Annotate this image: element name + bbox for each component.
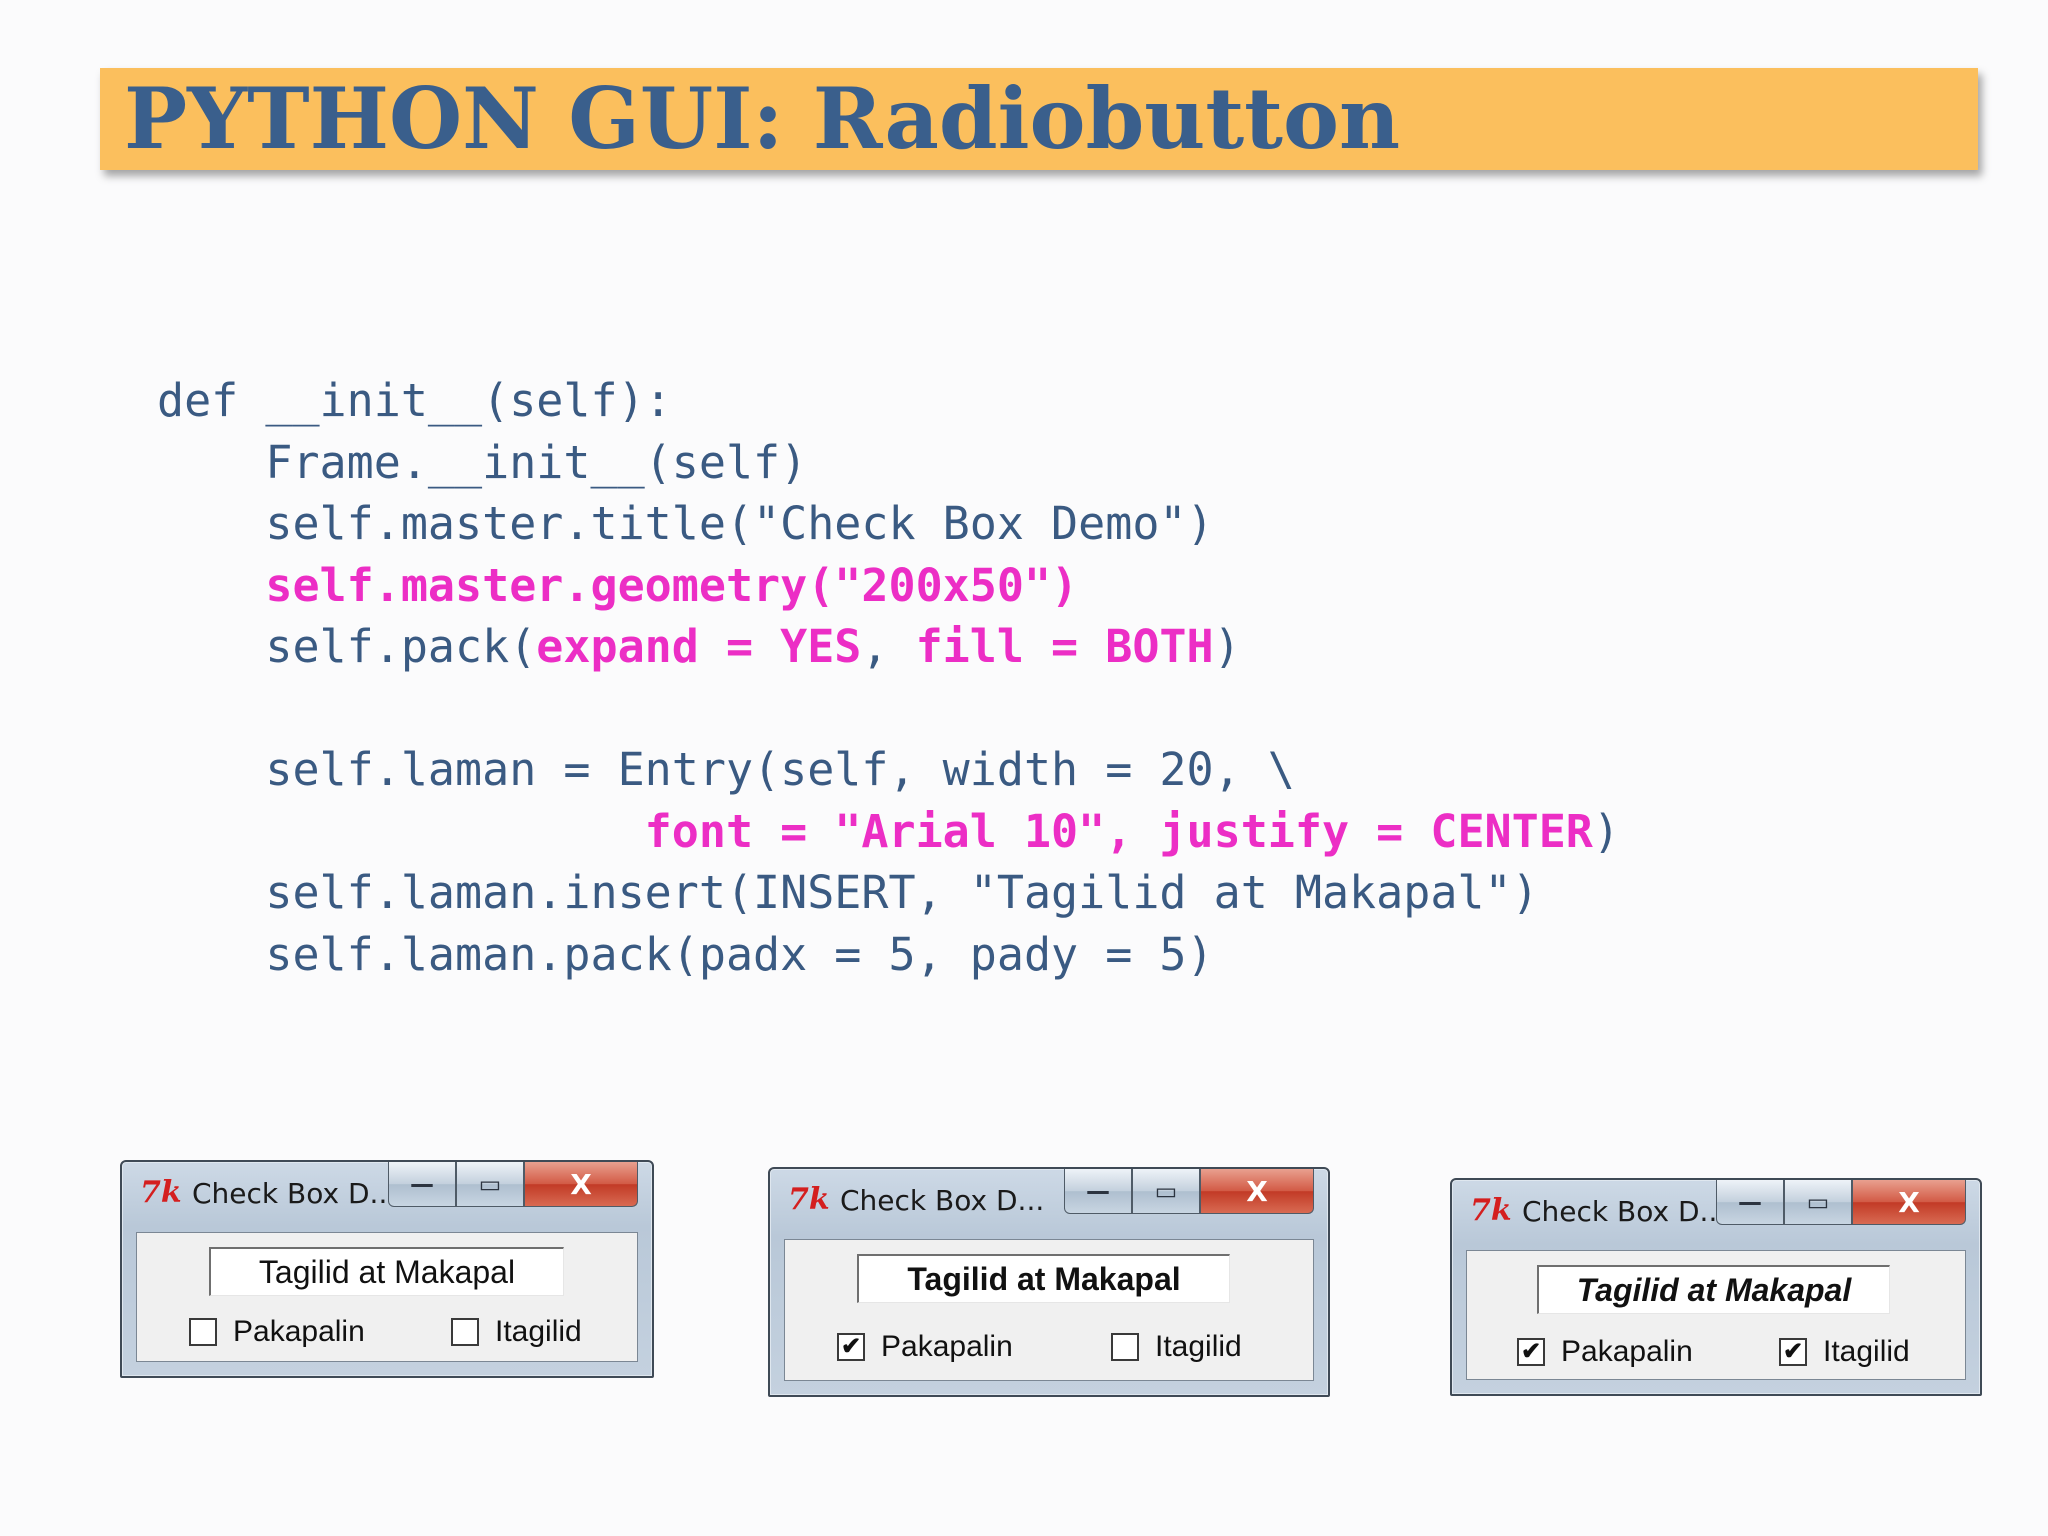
code-line: def __init__(self):	[157, 370, 1620, 432]
tk-window-1: 7k Check Box D... — ▭ X Tagilid at Makap…	[120, 1160, 654, 1378]
code-highlight: self.master.geometry("200x50")	[157, 558, 1079, 612]
tk-logo-icon: 7k	[140, 1175, 182, 1210]
slide-title: PYTHON GUI: Radiobutton	[124, 69, 1401, 168]
tk-logo-icon: 7k	[1470, 1193, 1512, 1228]
checkbox-label: Pakapalin	[233, 1315, 365, 1348]
code-block: def __init__(self): Frame.__init__(self)…	[157, 370, 1620, 985]
tk-logo-icon: 7k	[788, 1182, 830, 1217]
code-text: def __init__(self):	[157, 374, 672, 427]
checkbox-box[interactable]	[1111, 1333, 1139, 1361]
checkbox-label: Pakapalin	[1561, 1335, 1693, 1368]
code-text: self.laman.pack(padx = 5, pady = 5)	[157, 927, 1214, 981]
text-entry[interactable]: Tagilid at Makapal	[1537, 1265, 1890, 1314]
window-client-area: Tagilid at Makapal Pakapalin Itagilid	[136, 1232, 638, 1362]
checkbox-itagilid[interactable]: ✔ Itagilid	[1779, 1335, 1910, 1369]
code-line	[157, 678, 1620, 740]
window-title: Check Box D...	[1522, 1195, 1727, 1228]
checkbox-pakapalin[interactable]: ✔ Pakapalin	[837, 1330, 1013, 1364]
minimize-button[interactable]: —	[388, 1162, 456, 1207]
code-text: Frame.__init__(self)	[157, 435, 808, 489]
code-text: ,	[861, 620, 916, 673]
code-line: self.laman = Entry(self, width = 20, \	[157, 739, 1620, 801]
window-title: Check Box D...	[840, 1184, 1045, 1217]
code-text	[157, 805, 645, 858]
maximize-button[interactable]: ▭	[1132, 1169, 1200, 1214]
checkbox-box[interactable]: ✔	[1517, 1338, 1545, 1366]
code-line: font = "Arial 10", justify = CENTER)	[157, 801, 1620, 863]
checkbox-label: Itagilid	[1823, 1335, 1910, 1368]
code-text: self.pack(	[157, 620, 537, 673]
maximize-button[interactable]: ▭	[1784, 1180, 1852, 1225]
checkbox-pakapalin[interactable]: ✔ Pakapalin	[1517, 1335, 1693, 1369]
code-highlight: font = "Arial 10", justify = CENTER	[644, 804, 1593, 858]
window-title: Check Box D...	[192, 1177, 397, 1210]
text-entry[interactable]: Tagilid at Makapal	[209, 1247, 564, 1296]
code-text: )	[1213, 620, 1241, 673]
code-text: self.master.title("Check Box Demo")	[157, 497, 1214, 550]
code-line: self.master.geometry("200x50")	[157, 555, 1620, 617]
close-button[interactable]: X	[524, 1162, 638, 1207]
code-text: self.laman = Entry(self, width = 20, \	[157, 743, 1295, 796]
code-line: self.master.title("Check Box Demo")	[157, 493, 1620, 555]
code-line: self.laman.insert(INSERT, "Tagilid at Ma…	[157, 862, 1620, 924]
checkbox-label: Itagilid	[495, 1315, 582, 1348]
close-button[interactable]: X	[1200, 1169, 1314, 1214]
maximize-button[interactable]: ▭	[456, 1162, 524, 1207]
checkbox-box[interactable]: ✔	[837, 1333, 865, 1361]
code-text: self.laman.insert(INSERT, "Tagilid at Ma…	[157, 866, 1539, 919]
tk-window-2: 7k Check Box D... — ▭ X Tagilid at Makap…	[768, 1167, 1330, 1397]
window-titlebar[interactable]: 7k Check Box D... — ▭ X	[122, 1162, 652, 1224]
code-line: Frame.__init__(self)	[157, 432, 1620, 494]
code-line: self.laman.pack(padx = 5, pady = 5)	[157, 924, 1620, 986]
minimize-button[interactable]: —	[1064, 1169, 1132, 1214]
window-titlebar[interactable]: 7k Check Box D... — ▭ X	[1452, 1180, 1980, 1242]
window-client-area: Tagilid at Makapal ✔ Pakapalin Itagilid	[784, 1239, 1314, 1381]
close-button[interactable]: X	[1852, 1180, 1966, 1225]
checkbox-itagilid[interactable]: Itagilid	[1111, 1330, 1242, 1364]
minimize-button[interactable]: —	[1716, 1180, 1784, 1225]
code-line: self.pack(expand = YES, fill = BOTH)	[157, 616, 1620, 678]
checkbox-label: Itagilid	[1155, 1330, 1242, 1363]
code-highlight: expand = YES	[536, 620, 862, 673]
slide-title-bar: PYTHON GUI: Radiobutton	[100, 68, 1978, 170]
checkbox-box[interactable]	[451, 1318, 479, 1346]
checkbox-box[interactable]: ✔	[1779, 1338, 1807, 1366]
window-client-area: Tagilid at Makapal ✔ Pakapalin ✔ Itagili…	[1466, 1250, 1966, 1380]
code-text: )	[1592, 804, 1620, 858]
checkbox-pakapalin[interactable]: Pakapalin	[189, 1315, 365, 1349]
checkbox-label: Pakapalin	[881, 1330, 1013, 1363]
window-titlebar[interactable]: 7k Check Box D... — ▭ X	[770, 1169, 1328, 1231]
code-highlight: fill = BOTH	[915, 620, 1214, 673]
tk-window-3: 7k Check Box D... — ▭ X Tagilid at Makap…	[1450, 1178, 1982, 1396]
text-entry[interactable]: Tagilid at Makapal	[857, 1254, 1230, 1303]
checkbox-box[interactable]	[189, 1318, 217, 1346]
checkbox-itagilid[interactable]: Itagilid	[451, 1315, 582, 1349]
